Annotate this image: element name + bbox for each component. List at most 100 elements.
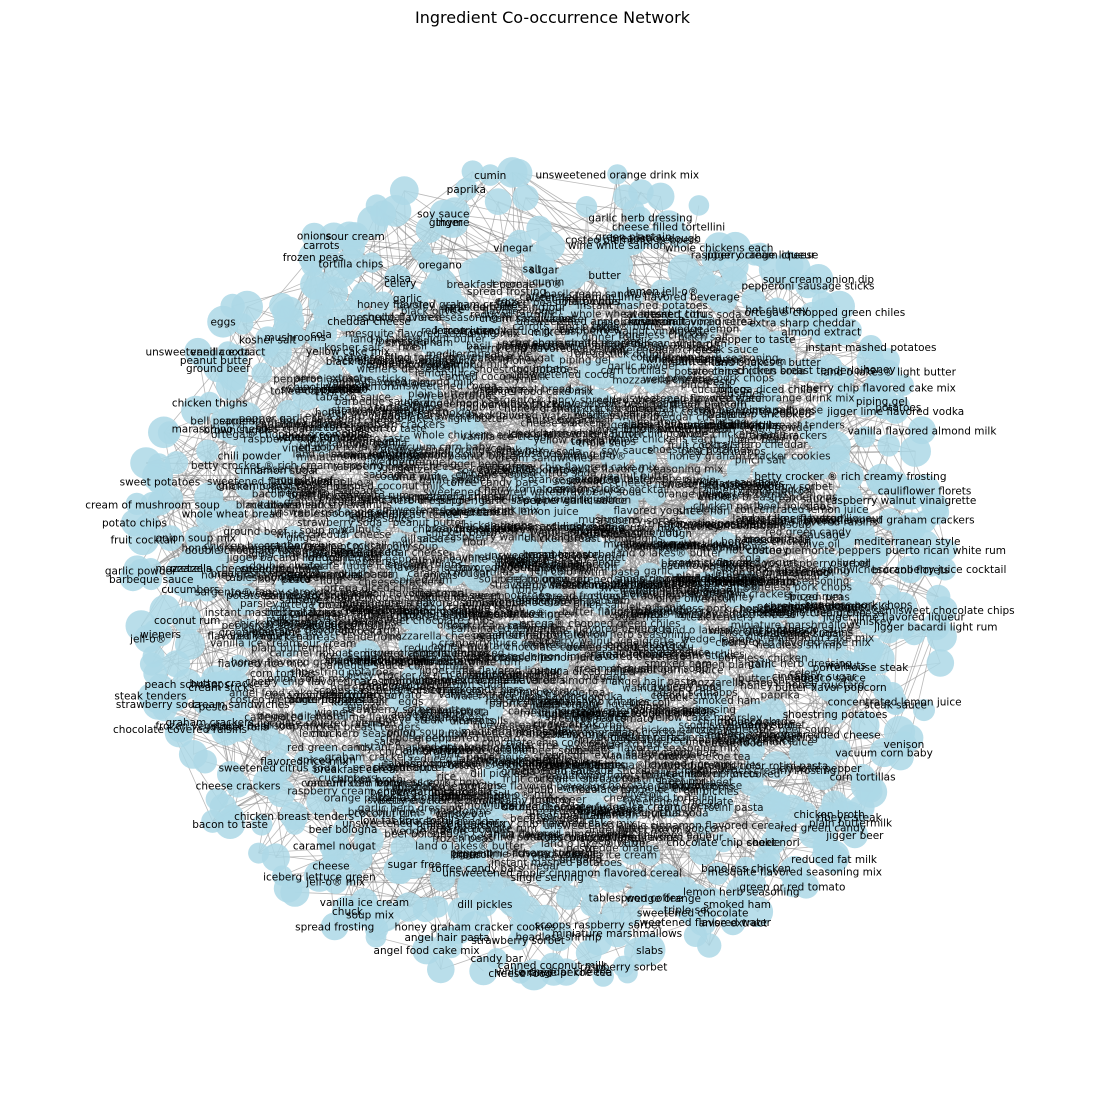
node-label: cinnamon sugar bbox=[234, 465, 319, 477]
dense-label-mark: land o lakes® light butter bbox=[371, 413, 507, 425]
node-label: sausages bbox=[279, 595, 328, 607]
node-label: honey mustard bbox=[785, 680, 864, 692]
node-label: beef bologna bbox=[309, 824, 378, 836]
network-edge bbox=[478, 817, 742, 892]
dense-label-mark: lemon jell-o® bbox=[554, 451, 626, 463]
node-label: sour cream onion dip bbox=[763, 274, 875, 286]
dense-label-mark: corn tortillas bbox=[471, 463, 537, 475]
dense-label-mark: cherry tomatoes bbox=[478, 484, 565, 496]
node-label: eggs bbox=[210, 317, 235, 329]
dense-label-mark: onions bbox=[423, 570, 458, 582]
node-label: reduced fat milk bbox=[791, 854, 878, 866]
node-label: double chocolate fudge ice cream bbox=[502, 802, 680, 814]
network-node bbox=[251, 362, 273, 384]
network-edge bbox=[462, 366, 521, 475]
dense-label-mark: cumin bbox=[409, 555, 441, 567]
node-label: cheddar cheese bbox=[327, 316, 411, 328]
dense-label-mark: breakfast cereal bbox=[447, 279, 532, 291]
dense-label-mark: beef bologna bbox=[757, 501, 826, 513]
dense-label-mark: strawberry soda bbox=[637, 681, 722, 693]
dense-label-mark: cola bbox=[740, 552, 762, 564]
dense-label-mark: green or red tomato bbox=[547, 713, 653, 725]
dense-label-mark: chipotle pepper bbox=[470, 755, 553, 767]
network-node bbox=[379, 195, 412, 227]
network-edge bbox=[474, 322, 803, 927]
node-label: green or red tomato bbox=[739, 881, 845, 893]
node-label: shrimp uncooked bbox=[721, 408, 811, 420]
node-label: spread frosting bbox=[295, 921, 374, 933]
node-label: chuck bbox=[332, 906, 364, 918]
network-edge bbox=[195, 537, 348, 777]
node-label: jell-o® bbox=[129, 634, 166, 646]
node-label: onion soup mix bbox=[156, 532, 236, 544]
network-node bbox=[276, 296, 303, 323]
network-edge bbox=[249, 455, 593, 546]
dense-label-mark: candy bar bbox=[325, 689, 378, 701]
dense-label-mark: triple sec bbox=[439, 686, 488, 698]
dense-label-mark: pepper to taste bbox=[279, 488, 360, 500]
network-node bbox=[484, 188, 512, 216]
dense-label-mark: lemon herb seasoning bbox=[574, 629, 691, 641]
node-label: cheese filled tortellini bbox=[612, 221, 725, 233]
node-label: cream of mushroom soup bbox=[85, 500, 220, 512]
dense-label-mark: corn tortillas bbox=[601, 365, 667, 377]
node-label: cherry tomatoes bbox=[282, 431, 369, 443]
network-node bbox=[899, 435, 931, 467]
dense-label-mark: cheese food bbox=[633, 541, 697, 553]
node-label: honey graham cracker cookies bbox=[395, 921, 556, 933]
dense-label-mark: sheet nori bbox=[677, 506, 730, 518]
dense-label-mark: flavored yogurt bbox=[449, 551, 530, 563]
network-edge bbox=[361, 217, 641, 658]
node-label: coconut rum bbox=[154, 615, 220, 627]
node-label: whiskey bbox=[850, 616, 892, 628]
dense-label-mark: flour bbox=[320, 575, 345, 587]
dense-label-mark: double chocolate fudge ice cream bbox=[527, 784, 705, 796]
node-label: frozen peas bbox=[283, 252, 344, 264]
dense-label-mark: jell-o® mix bbox=[494, 789, 554, 801]
dense-label-mark: cinnamon sugar bbox=[758, 628, 843, 640]
node-label: basil bbox=[466, 341, 490, 353]
dense-label-mark: raspberry sorbet bbox=[632, 342, 719, 354]
node-label: tri color rotini pasta bbox=[725, 760, 828, 772]
dense-label-mark: bacon to taste bbox=[574, 474, 650, 486]
dense-label-mark: slabs bbox=[667, 644, 694, 656]
node-label: honey flavored graham crackers bbox=[804, 514, 974, 526]
node-label: lemon juice bbox=[434, 325, 495, 337]
node-label: celery bbox=[384, 278, 416, 290]
dense-label-mark: single serving bbox=[724, 607, 797, 619]
node-label: shoestring potatoes bbox=[783, 709, 888, 721]
node-label: vanilla flavored almond milk bbox=[848, 425, 998, 437]
node-label: toffee candy bars bbox=[431, 863, 523, 875]
node-label: olive oil bbox=[830, 558, 871, 570]
dense-label-mark: jigger lime flavored vodka bbox=[597, 419, 735, 431]
dense-label-mark: tablespoon coffee bbox=[293, 508, 387, 520]
node-label: red green candy bbox=[780, 822, 866, 834]
network-node bbox=[512, 184, 539, 211]
dense-label-mark: salt bbox=[507, 620, 526, 632]
node-label: spiced rum bbox=[297, 755, 356, 767]
dense-label-mark: fruit cocktail bbox=[667, 440, 732, 452]
network-node bbox=[142, 645, 165, 668]
node-label: raspberry cream cheese bbox=[691, 250, 819, 262]
node-label: almond extract bbox=[781, 326, 861, 338]
network-node bbox=[193, 749, 218, 774]
dense-label-mark: jell-o® bbox=[509, 607, 546, 619]
dense-label-mark: honey bbox=[740, 680, 772, 692]
node-label: onions bbox=[297, 231, 332, 243]
node-label: walnuts bbox=[825, 660, 866, 672]
node-label: vanilla extract bbox=[190, 347, 265, 359]
node-label: mediterranean style bbox=[854, 536, 960, 548]
dense-label-mark: caramel nougat bbox=[472, 353, 555, 365]
node-label: milk bbox=[531, 327, 554, 339]
dense-label-mark: tabasco sauce bbox=[315, 392, 390, 404]
dense-label-mark: miniature marshmallows bbox=[296, 452, 426, 464]
network-edge bbox=[586, 713, 844, 808]
node-label: mesquite flavored seasoning mix bbox=[708, 867, 882, 879]
dense-label-mark: parsley bbox=[722, 636, 760, 648]
dense-label-mark: chicken breast tenders bbox=[412, 524, 532, 536]
dense-label-mark: iceberg lettuce green bbox=[621, 588, 734, 600]
dense-label-mark: ortega® chopped green chiles bbox=[584, 648, 745, 660]
node-label: cheese food bbox=[488, 968, 552, 980]
